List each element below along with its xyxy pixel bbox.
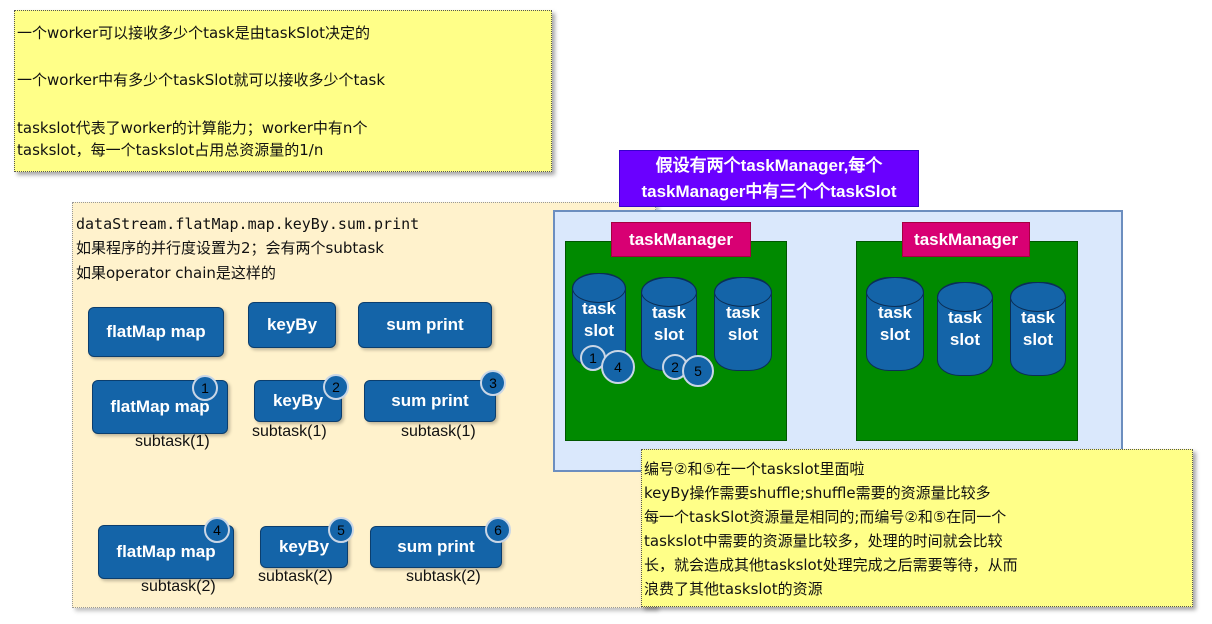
subtask-label-1c: subtask(1) [401, 423, 476, 440]
slot-badge-5: 5 [682, 355, 714, 387]
subtask-label-1a: subtask(1) [135, 433, 210, 450]
cluster-title: 假设有两个taskManager,每个 taskManager中有三个个task… [619, 150, 919, 207]
op-flatmap-map-subtask-1: flatMap map [92, 380, 228, 434]
note-bottom-line-6: 浪费了其他taskslot的资源 [644, 580, 823, 598]
badge-2: 2 [323, 374, 349, 400]
note-mid-line-3: 如果operator chain是这样的 [76, 264, 276, 282]
op-chain-sum-print: sum print [358, 302, 492, 348]
note-top-line-2: 一个worker中有多少个taskSlot就可以接收多少个task [17, 71, 386, 89]
note-mid-line-1: dataStream.flatMap.map.keyBy.sum.print [76, 215, 420, 233]
slot-text-task: task [651, 303, 687, 322]
note-bottom-line-3: 每一个taskSlot资源量是相同的;而编号②和⑤在同一个 [644, 508, 1007, 526]
taskmanager-2-label: taskManager [902, 222, 1030, 257]
slot-text-task: task [877, 303, 913, 322]
note-bottom: 编号②和⑤在一个taskslot里面啦 keyBy操作需要shuffle;shu… [641, 449, 1193, 607]
badge-6: 6 [485, 517, 511, 543]
slot-text-slot: slot [653, 325, 685, 344]
note-bottom-line-2: keyBy操作需要shuffle;shuffle需要的资源量比较多 [644, 484, 991, 502]
subtask-label-1b: subtask(1) [252, 423, 327, 440]
slot-text-task: task [947, 308, 983, 327]
note-bottom-line-4: taskslot中需要的资源量比较多，处理的时间就会比较 [644, 532, 1003, 550]
taskmanager-1-label: taskManager [611, 222, 751, 257]
note-bottom-line-1: 编号②和⑤在一个taskslot里面啦 [644, 460, 865, 478]
subtask-label-2a: subtask(2) [141, 578, 216, 595]
taskslot-2-1: task slot [866, 277, 924, 371]
taskslot-1-3: task slot [714, 277, 772, 371]
subtask-label-2c: subtask(2) [406, 568, 481, 585]
slot-text-slot: slot [727, 325, 759, 344]
slot-text-task: task [1020, 308, 1056, 327]
note-top-line-3: taskslot代表了worker的计算能力；worker中有n个 [17, 119, 368, 137]
taskslot-2-2: task slot [937, 282, 993, 376]
note-top: 一个worker可以接收多少个task是由taskSlot决定的 一个worke… [14, 10, 552, 172]
badge-5: 5 [328, 517, 354, 543]
note-mid-line-2: 如果程序的并行度设置为2；会有两个subtask [76, 239, 384, 257]
taskslot-2-3: task slot [1010, 282, 1066, 376]
slot-badge-1: 1 [580, 345, 606, 371]
slot-text-task: task [725, 303, 761, 322]
cluster-title-line-1: 假设有两个taskManager,每个 [655, 156, 883, 175]
op-chain-keyby: keyBy [248, 302, 336, 348]
slot-text-slot: slot [949, 330, 981, 349]
op-chain-flatmap-map: flatMap map [88, 307, 224, 357]
note-top-line-4: taskslot，每一个taskslot占用总资源量的1/n [17, 141, 324, 159]
badge-4: 4 [204, 517, 230, 543]
subtask-label-2b: subtask(2) [258, 568, 333, 585]
slot-badge-4: 4 [601, 350, 635, 384]
op-sum-print-subtask-1: sum print [364, 380, 496, 422]
badge-1: 1 [192, 375, 218, 401]
taskslot-1-2: task slot [641, 277, 697, 371]
note-top-line-1: 一个worker可以接收多少个task是由taskSlot决定的 [17, 24, 371, 42]
slot-text-slot: slot [583, 321, 615, 340]
cluster-title-line-2: taskManager中有三个个taskSlot [641, 182, 897, 201]
op-sum-print-subtask-2: sum print [370, 526, 502, 568]
slot-text-slot: slot [1022, 330, 1054, 349]
slot-text-slot: slot [879, 325, 911, 344]
note-bottom-line-5: 长，就会造成其他taskslot处理完成之后需要等待，从而 [644, 556, 1018, 574]
slot-text-task: task [581, 299, 617, 318]
badge-3: 3 [480, 370, 506, 396]
